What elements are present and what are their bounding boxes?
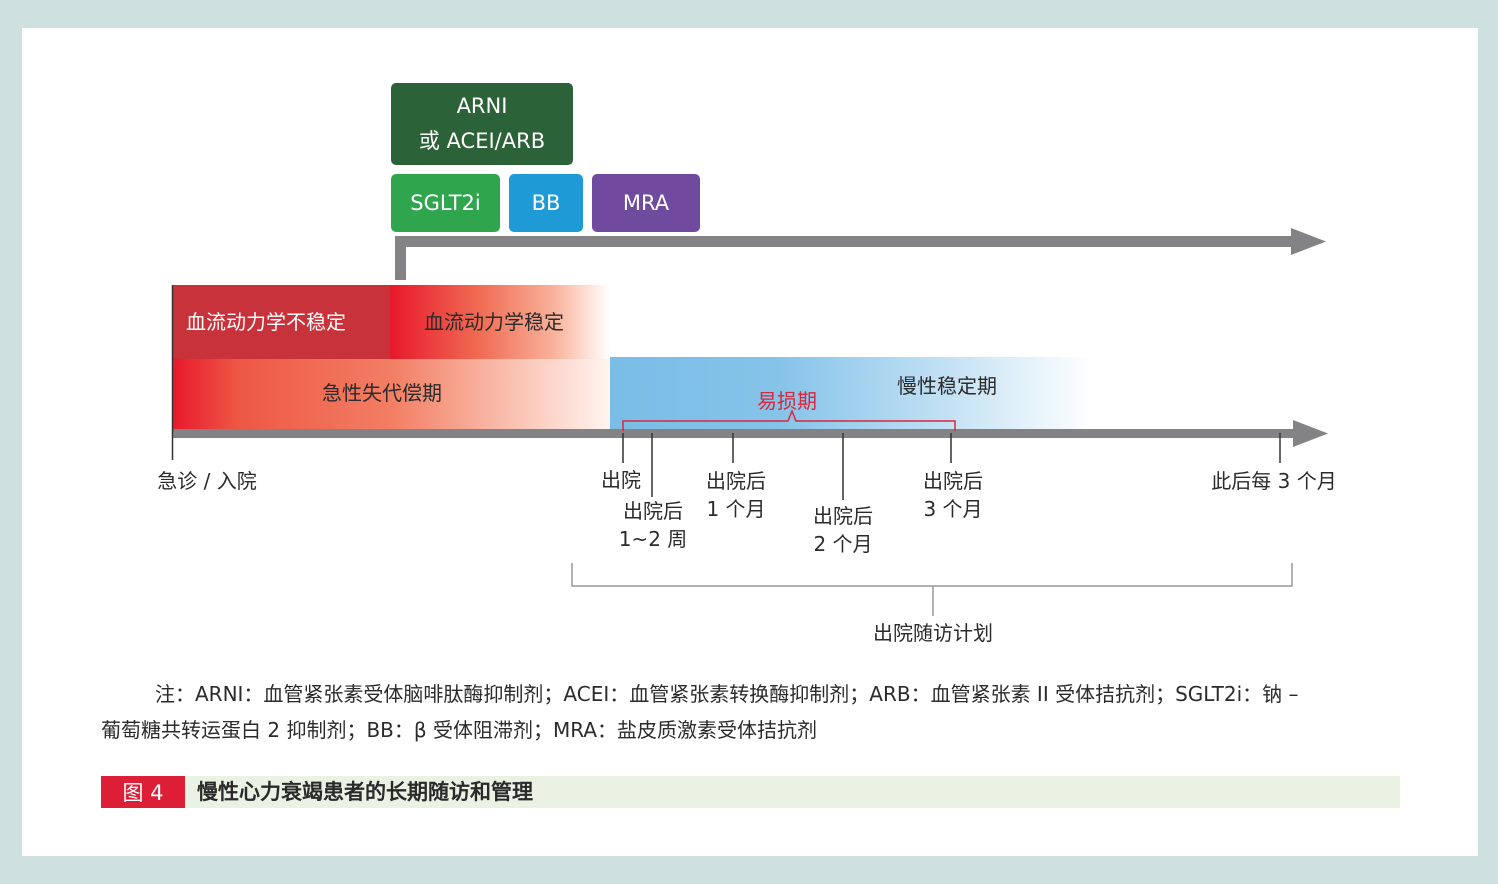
mra-box: MRA — [592, 174, 700, 232]
discharge-label: 出院 — [601, 468, 641, 492]
chronic-stable-label: 慢性稳定期 — [897, 374, 997, 398]
followup-plan-label: 出院随访计划 — [873, 621, 993, 645]
after-2-months-line2: 2 个月 — [813, 532, 873, 556]
bb-box: BB — [509, 174, 583, 232]
figure-panel — [22, 28, 1478, 856]
treatment-arrow-shaft — [395, 236, 1295, 247]
followup-bracket — [571, 563, 1293, 587]
after-1-month-line2: 1 个月 — [706, 497, 766, 521]
after-3-months-line2: 3 个月 — [923, 497, 983, 521]
vulnerable-brace — [622, 408, 956, 431]
timeline-arrow-head — [1293, 420, 1328, 447]
acute-decompensation-bar — [172, 359, 610, 431]
treatment-arrow-stem — [395, 236, 406, 280]
figure-number: 图 4 — [101, 776, 185, 808]
after-3-months-label: 出院后 3 个月 — [923, 467, 983, 523]
er-admission-label: 急诊 / 入院 — [157, 469, 257, 493]
every-3-months-label: 此后每 3 个月 — [1211, 469, 1337, 493]
hemo-unstable-label: 血流动力学不稳定 — [186, 310, 346, 334]
note-line-2: 葡萄糖共转运蛋白 2 抑制剂；BB：β 受体阻滞剂；MRA：盐皮质激素受体拮抗剂 — [101, 718, 818, 742]
mra-label: MRA — [622, 191, 670, 215]
after-1-2-weeks-line1: 出院后 — [622, 499, 683, 523]
after-1-2-weeks-label: 出院后 1~2 周 — [619, 497, 688, 553]
after-1-month-label: 出院后 1 个月 — [706, 467, 766, 523]
arni-acei-arb-box: ARNI 或 ACEI/ARB — [391, 83, 573, 165]
chronic-stable-bar — [610, 357, 1092, 431]
bb-label: BB — [531, 191, 561, 215]
sglt2i-box: SGLT2i — [391, 174, 500, 232]
sglt2i-label: SGLT2i — [410, 191, 481, 215]
after-2-months-label: 出院后 2 个月 — [813, 502, 873, 558]
after-1-2-weeks-line2: 1~2 周 — [618, 527, 688, 551]
figure-title: 慢性心力衰竭患者的长期随访和管理 — [197, 780, 533, 804]
hemo-stable-label: 血流动力学稳定 — [424, 310, 564, 334]
abbreviation-note: 注：ARNI：血管紧张素受体脑啡肽酶抑制剂；ACEI：血管紧张素转换酶抑制剂；A… — [101, 676, 1406, 748]
after-3-months-line1: 出院后 — [923, 469, 983, 493]
timeline-arrow-shaft — [172, 429, 1297, 438]
after-2-months-line1: 出院后 — [813, 504, 873, 528]
arni-label: ARNI — [456, 94, 508, 118]
hemo-unstable-bar — [172, 285, 390, 359]
figure-caption-bar: 图 4 慢性心力衰竭患者的长期随访和管理 — [101, 776, 1400, 808]
acei-arb-label: 或 ACEI/ARB — [418, 129, 546, 153]
vulnerable-label: 易损期 — [757, 389, 817, 413]
hemo-stable-bar — [390, 285, 610, 359]
after-1-month-line1: 出院后 — [706, 469, 766, 493]
acute-label: 急性失代偿期 — [322, 381, 442, 405]
treatment-arrow-head — [1291, 228, 1326, 255]
note-line-1: 注：ARNI：血管紧张素受体脑啡肽酶抑制剂；ACEI：血管紧张素转换酶抑制剂；A… — [155, 682, 1299, 706]
